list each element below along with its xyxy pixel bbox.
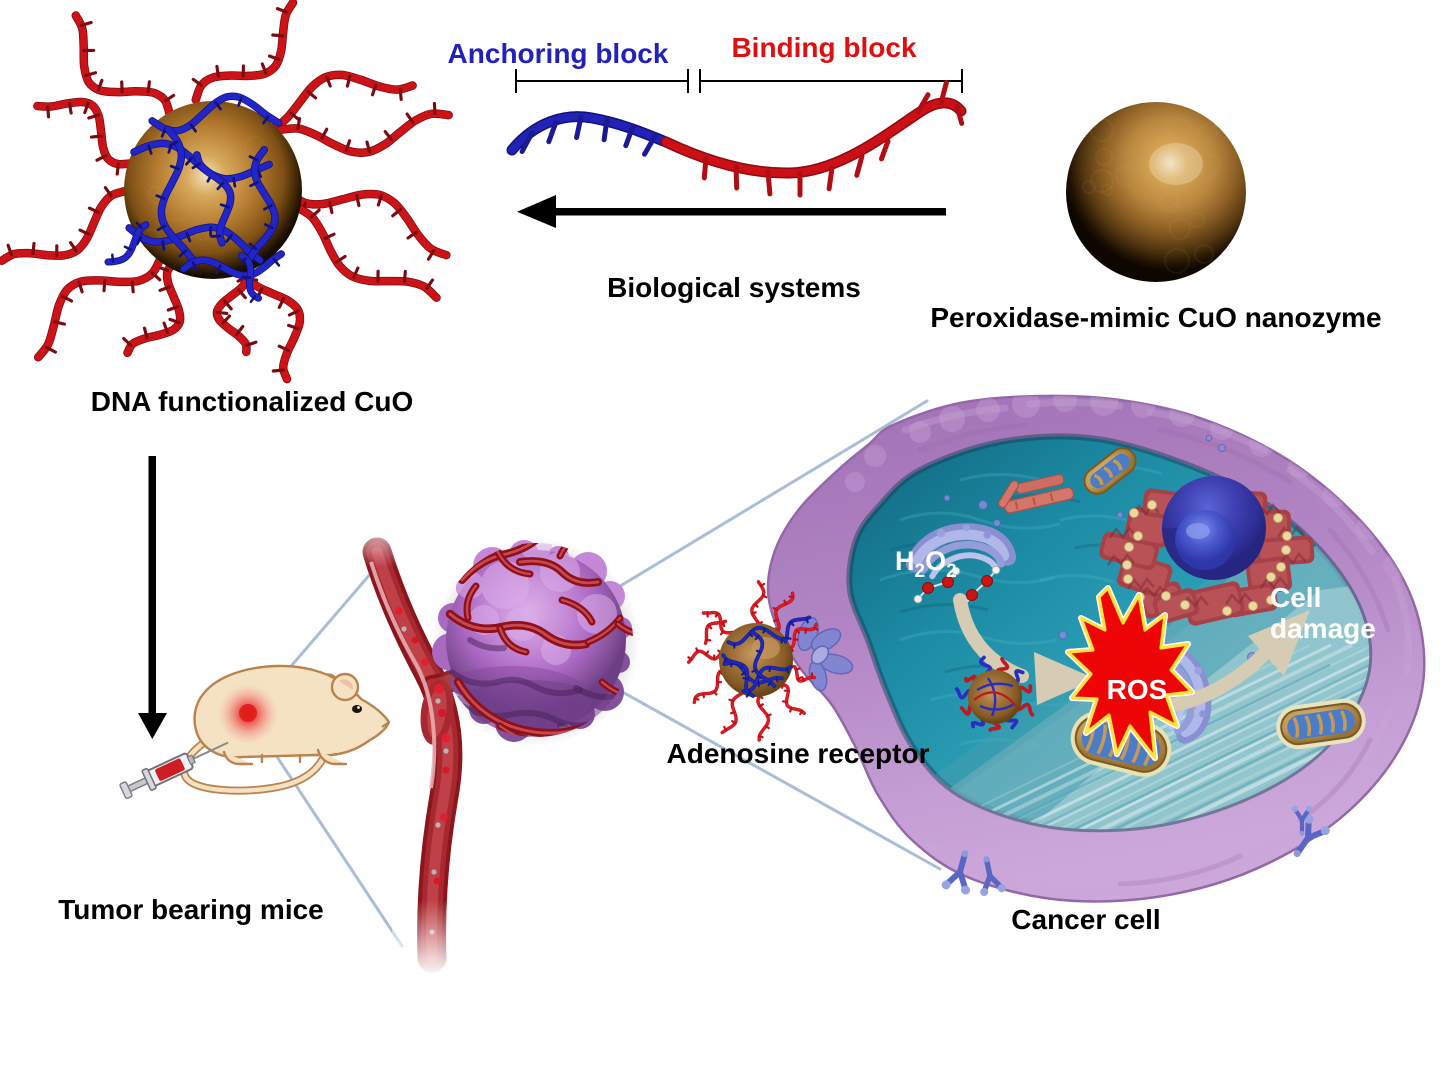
svg-text:Binding block: Binding block — [731, 32, 917, 63]
svg-text:Anchoring block: Anchoring block — [448, 38, 669, 69]
svg-text:Adenosine receptor: Adenosine receptor — [667, 738, 930, 769]
svg-text:Cancer cell: Cancer cell — [1011, 904, 1160, 935]
svg-text:Peroxidase-mimic CuO nanozyme: Peroxidase-mimic CuO nanozyme — [930, 302, 1381, 333]
svg-text:Cell: Cell — [1270, 582, 1321, 613]
svg-text:ROS: ROS — [1107, 674, 1168, 705]
svg-text:damage: damage — [1270, 613, 1376, 644]
svg-text:DNA functionalized CuO: DNA functionalized CuO — [91, 386, 414, 417]
svg-text:Biological systems: Biological systems — [607, 272, 861, 303]
svg-text:Tumor bearing mice: Tumor bearing mice — [58, 894, 324, 925]
